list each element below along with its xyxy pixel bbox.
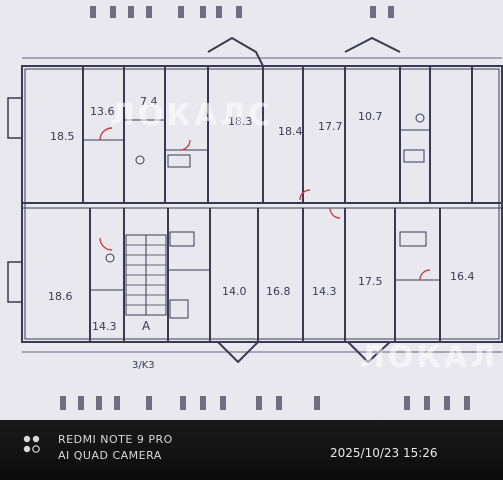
camera-mode: AI QUAD CAMERA xyxy=(58,449,162,462)
floor-plan-drawing: 18.5 13.6 7.4 18.3 18.4 17.7 10.7 18.6 1… xyxy=(7,6,503,410)
photo-bottom-band xyxy=(0,420,503,480)
watermark-primary: ЛОКАЛС xyxy=(110,98,274,133)
room-label: 18.3 xyxy=(228,115,253,128)
room-label: 18.4 xyxy=(278,125,303,138)
room-label: 18.6 xyxy=(48,290,73,303)
room-label: 13.6 xyxy=(90,105,115,118)
room-label: 14.0 xyxy=(222,285,247,298)
room-label: 17.7 xyxy=(318,120,343,133)
room-label: 16.8 xyxy=(266,285,291,298)
room-labels: 18.5 13.6 7.4 18.3 18.4 17.7 10.7 18.6 1… xyxy=(48,95,475,371)
stair-label: A xyxy=(142,319,151,333)
room-label: 7.4 xyxy=(140,95,158,108)
camera-brand: REDMI NOTE 9 PRO xyxy=(58,433,173,446)
room-label: 17.5 xyxy=(358,275,383,288)
axis-label: 3/K3 xyxy=(132,360,155,371)
photo-timestamp: 2025/10/23 15:26 xyxy=(330,446,438,460)
room-label: 14.3 xyxy=(92,320,117,333)
dimension-marks xyxy=(60,6,470,410)
room-label: 18.5 xyxy=(50,130,75,143)
room-label: 16.4 xyxy=(450,270,475,283)
room-label: 14.3 xyxy=(312,285,337,298)
watermark-secondary: ЛОКАЛ xyxy=(360,340,499,375)
camera-dots-icon xyxy=(23,435,40,453)
room-label: 10.7 xyxy=(358,110,383,123)
